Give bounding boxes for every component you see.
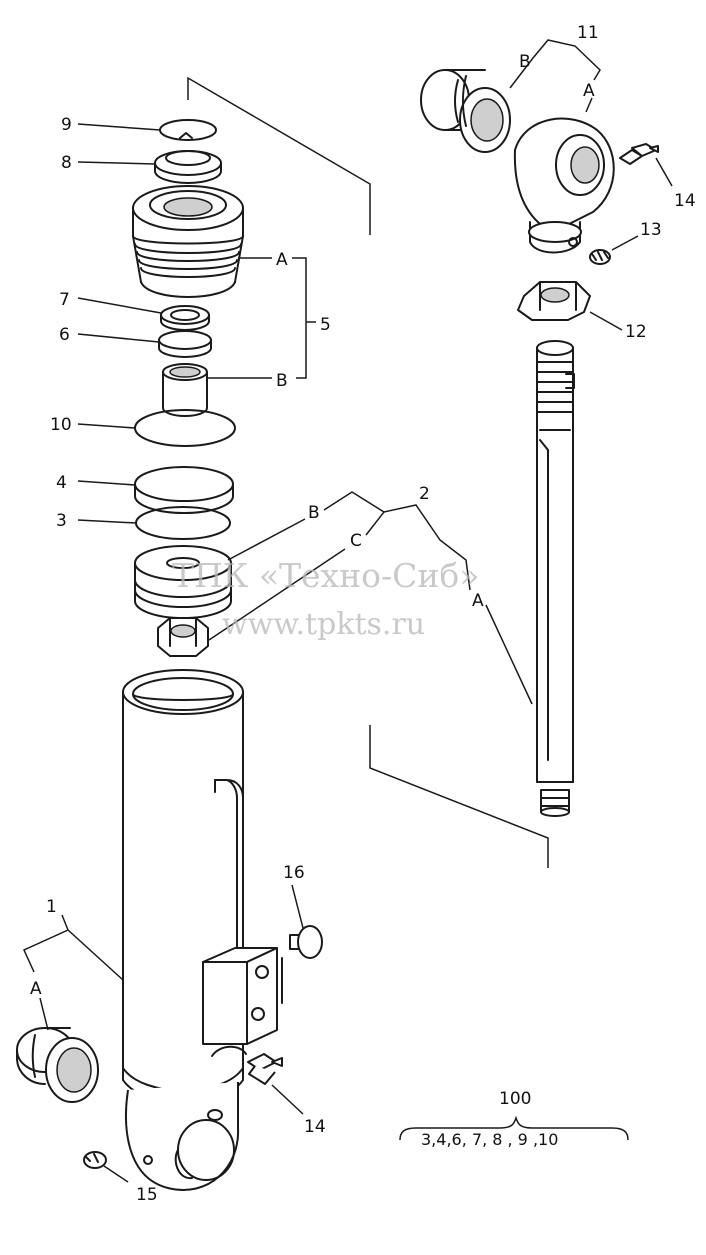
- piston-rod: [536, 340, 575, 817]
- callout-2: 2: [419, 484, 430, 504]
- callout-11-a: A: [583, 81, 595, 101]
- part-9-snap-ring: [159, 119, 217, 141]
- part-14-grease-fitting-upper: [619, 143, 659, 165]
- callout-5-a: A: [276, 250, 288, 270]
- part-1-cylinder-tube: [122, 669, 283, 1191]
- part-6-ring: [158, 330, 212, 358]
- part-5-gland: [132, 185, 244, 298]
- watermark-company: ТПК «Техно-Сиб»: [172, 556, 479, 595]
- part-4-backup-ring: [134, 466, 234, 514]
- part-13-set-screw: [589, 249, 611, 265]
- callout-14-bottom: 14: [304, 1117, 326, 1137]
- callout-2-b: B: [308, 503, 320, 523]
- callout-13: 13: [640, 220, 662, 240]
- part-2-nut: [157, 617, 209, 657]
- part-16-plug: [289, 925, 323, 959]
- part-12-nut: [517, 281, 591, 321]
- kit-parts-list: 3,4,6, 7, 8 , 9 ,10: [421, 1130, 558, 1149]
- callout-3: 3: [56, 511, 67, 531]
- callout-5: 5: [320, 315, 331, 335]
- callout-1: 1: [46, 897, 57, 917]
- part-11-rod-eye: [513, 117, 615, 254]
- callout-11-b: B: [519, 52, 531, 72]
- part-2-piston: [134, 545, 232, 619]
- callout-2-a: A: [472, 591, 484, 611]
- part-14-grease-fitting-lower: [247, 1053, 283, 1085]
- callout-5-b: B: [276, 371, 288, 391]
- kit-number: 100: [499, 1089, 531, 1109]
- leader-lines: [23, 39, 673, 1183]
- callout-15: 15: [136, 1185, 158, 1205]
- part-7-ring: [160, 305, 210, 331]
- callout-11: 11: [577, 23, 599, 43]
- part-3-ring: [135, 506, 231, 540]
- kit-brace: [399, 1115, 629, 1141]
- callout-16: 16: [283, 863, 305, 883]
- callout-9: 9: [61, 115, 72, 135]
- part-8-seal: [154, 150, 222, 184]
- callout-14-top: 14: [674, 191, 696, 211]
- callout-2-c: C: [350, 531, 362, 551]
- callout-4: 4: [56, 473, 67, 493]
- part-15-plug: [83, 1151, 107, 1169]
- callout-10: 10: [50, 415, 72, 435]
- part-11-bushing: [420, 69, 511, 153]
- callout-1-a: A: [30, 979, 42, 999]
- callout-12: 12: [625, 322, 647, 342]
- part-1-bushing: [16, 1027, 99, 1103]
- watermark-url: www.tpkts.ru: [222, 607, 425, 642]
- part-5-bushing: [162, 363, 208, 417]
- callout-7: 7: [59, 290, 70, 310]
- callout-6: 6: [59, 325, 70, 345]
- callout-8: 8: [61, 153, 72, 173]
